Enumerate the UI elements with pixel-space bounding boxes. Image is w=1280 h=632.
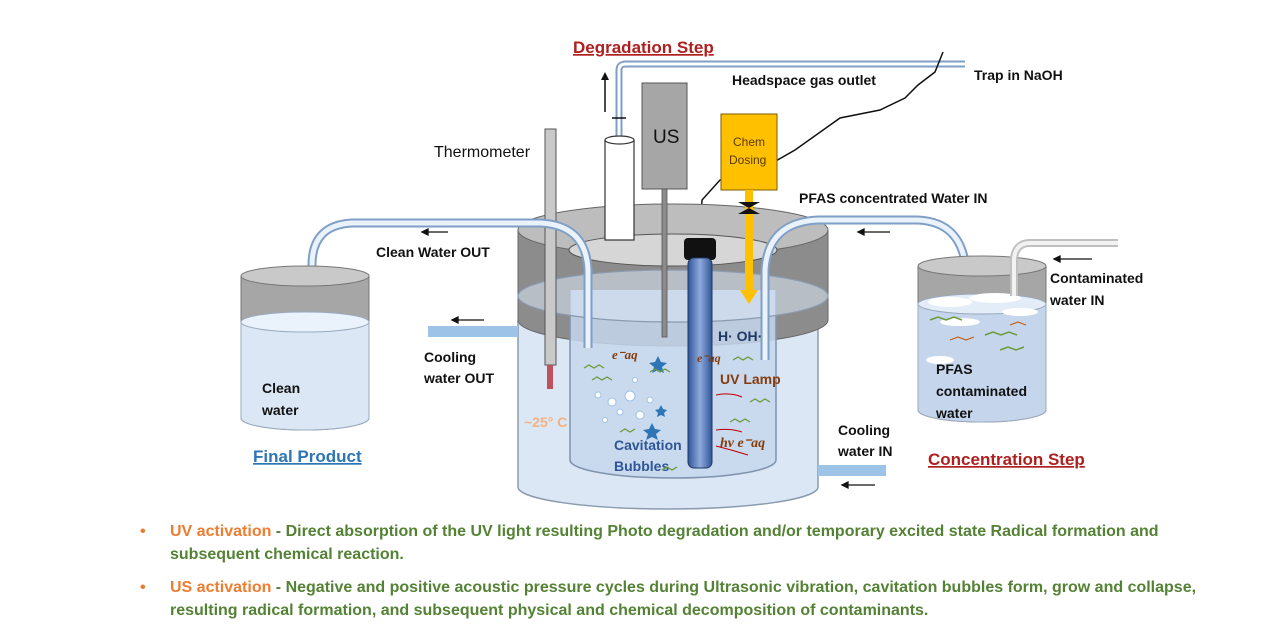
cooling-out-label-2: water OUT	[423, 370, 494, 386]
cooling-out-label-1: Cooling	[424, 349, 476, 365]
final-product-title: Final Product	[253, 447, 362, 466]
bullet-dot: •	[140, 579, 146, 596]
cooling-in-pipe	[818, 465, 886, 476]
concentration-step-title: Concentration Step	[928, 450, 1085, 469]
pfas-in-label: PFAS concentrated Water IN	[799, 190, 988, 206]
chem-dosing-unit	[720, 113, 778, 304]
clean-water-label-2: water	[261, 402, 299, 418]
gas-collector-cylinder	[604, 135, 635, 241]
uv-lamp-label: UV Lamp	[720, 371, 781, 387]
chem-label-2: Dosing	[729, 153, 766, 167]
clean-water-out-pipe-inner	[309, 220, 591, 420]
concentration-beaker	[917, 255, 1047, 423]
headspace-gas-outlet	[601, 60, 965, 140]
cooling-in-label-2: water IN	[837, 443, 892, 459]
cooling-out-pipe	[428, 326, 518, 337]
pfas-contam-label-3: water	[935, 405, 973, 421]
reactor-vessel	[517, 203, 829, 510]
process-diagram: Degradation Step Concentration Step Fina…	[240, 38, 1143, 510]
uv-activation-text: - Direct absorption of the UV light resu…	[170, 523, 1159, 563]
cavitation-label-2: Bubbles	[614, 458, 669, 474]
contaminated-in-label-2: water IN	[1049, 292, 1104, 308]
headspace-label: Headspace gas outlet	[732, 72, 876, 88]
eaq-mid-label: e⁻aq	[697, 351, 721, 365]
contaminated-in-pipe-inner	[1012, 241, 1118, 296]
pfas-contam-label-2: contaminated	[936, 383, 1027, 399]
temperature-label: ~25° C	[524, 414, 567, 430]
bubble-stars	[643, 356, 667, 440]
final-product-beaker	[240, 265, 370, 431]
hv-label: hv e⁻aq	[720, 436, 765, 451]
bullet-uv-activation: • UV activation - Direct absorption of t…	[140, 520, 1250, 566]
explanation-bullets: • UV activation - Direct absorption of t…	[140, 520, 1250, 632]
thermometer-label: Thermometer	[434, 144, 531, 161]
uv-ray-arrows	[715, 393, 749, 456]
us-activation-keyword: US activation	[170, 579, 272, 596]
eaq-left-label: e⁻aq	[612, 347, 638, 362]
pfas-in-pipe-inner	[762, 217, 969, 360]
bullet-dot: •	[140, 523, 146, 540]
thermometer	[544, 128, 557, 389]
uv-lamp	[684, 238, 716, 469]
flow-arrows	[420, 227, 1092, 490]
trap-label: Trap in NaOH	[974, 67, 1063, 83]
contaminated-in-label-1: Contaminated	[1050, 270, 1143, 286]
cooling-in-label-1: Cooling	[838, 422, 890, 438]
cavitation-label-1: Cavitation	[614, 437, 682, 453]
pfas-contam-label-1: PFAS	[936, 361, 973, 377]
us-activation-text: - Negative and positive acoustic pressur…	[170, 579, 1197, 619]
ultrasonic-horn	[641, 82, 688, 338]
radicals-label: H· OH·	[718, 328, 762, 344]
bullet-us-activation: • US activation - Negative and positive …	[140, 576, 1250, 622]
us-label: US	[653, 127, 679, 148]
clean-out-label: Clean Water OUT	[376, 244, 490, 260]
chem-label-1: Chem	[733, 135, 765, 149]
clean-water-label-1: Clean	[262, 380, 300, 396]
cavitation-bubbles	[594, 377, 654, 423]
contaminant-molecules	[583, 356, 771, 471]
degradation-step-title: Degradation Step	[573, 38, 714, 57]
uv-activation-keyword: UV activation	[170, 523, 272, 540]
